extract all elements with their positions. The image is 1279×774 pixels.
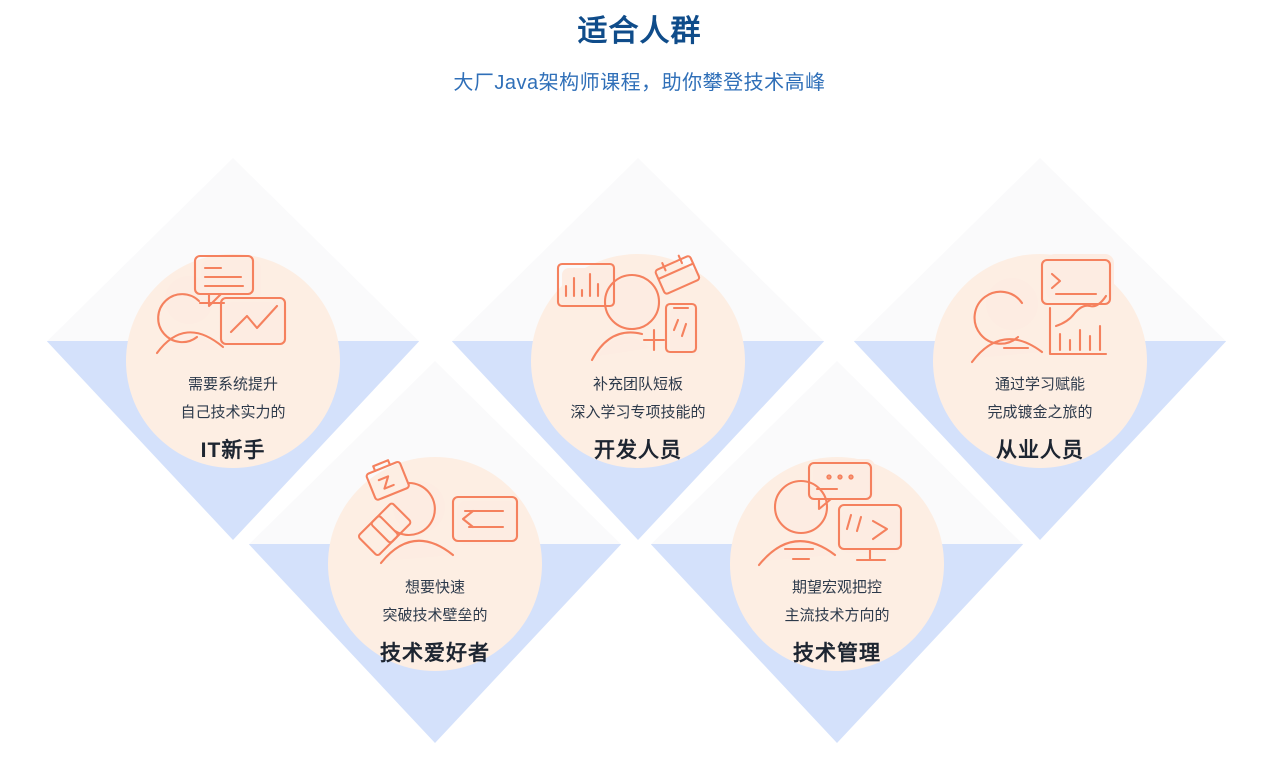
person-barchart-calendar-phone-icon [548,246,728,362]
card-line-2: 突破技术壁垒的 [382,607,488,624]
person-speech-bubble-chart-icon [143,246,323,362]
card-text: 需要系统提升 自己技术实力的 IT新手 [47,371,419,468]
card-line-2: 主流技术方向的 [784,607,890,624]
card-audience-name: 技术爱好者 [380,642,490,665]
person-terminal-barchart-icon [950,246,1130,364]
card-line-2: 完成镀金之旅的 [987,404,1093,421]
page-subtitle: 大厂Java架构师课程，助你攀登技术高峰 [453,72,826,94]
card-line-1: 通过学习赋能 [994,376,1085,393]
audience-card[interactable]: 期望宏观把控 主流技术方向的 技术管理 [651,361,1023,743]
card-audience-name: IT新手 [200,439,266,462]
person-briefcase-cards-panel-icon [345,449,525,565]
card-line-1: 期望宏观把控 [791,579,882,596]
person-speech-dots-monitor-icon [747,449,927,567]
card-line-1: 需要系统提升 [187,376,278,393]
card-audience-name: 开发人员 [594,439,682,462]
card-line-1: 补充团队短板 [592,376,683,393]
section-header: 适合人群 大厂Java架构师课程，助你攀登技术高峰 [0,0,1279,97]
card-line-1: 想要快速 [404,579,465,596]
card-text: 补充团队短板 深入学习专项技能的 开发人员 [452,371,824,468]
card-line-2: 深入学习专项技能的 [570,404,706,421]
page-title: 适合人群 [577,15,702,48]
card-audience-name: 技术管理 [793,642,881,665]
card-audience-name: 从业人员 [996,439,1084,462]
audience-card[interactable]: 想要快速 突破技术壁垒的 技术爱好者 [249,361,621,743]
card-text: 通过学习赋能 完成镀金之旅的 从业人员 [854,371,1226,468]
card-text: 期望宏观把控 主流技术方向的 技术管理 [651,574,1023,671]
card-text: 想要快速 突破技术壁垒的 技术爱好者 [249,574,621,671]
card-line-2: 自己技术实力的 [180,404,286,421]
